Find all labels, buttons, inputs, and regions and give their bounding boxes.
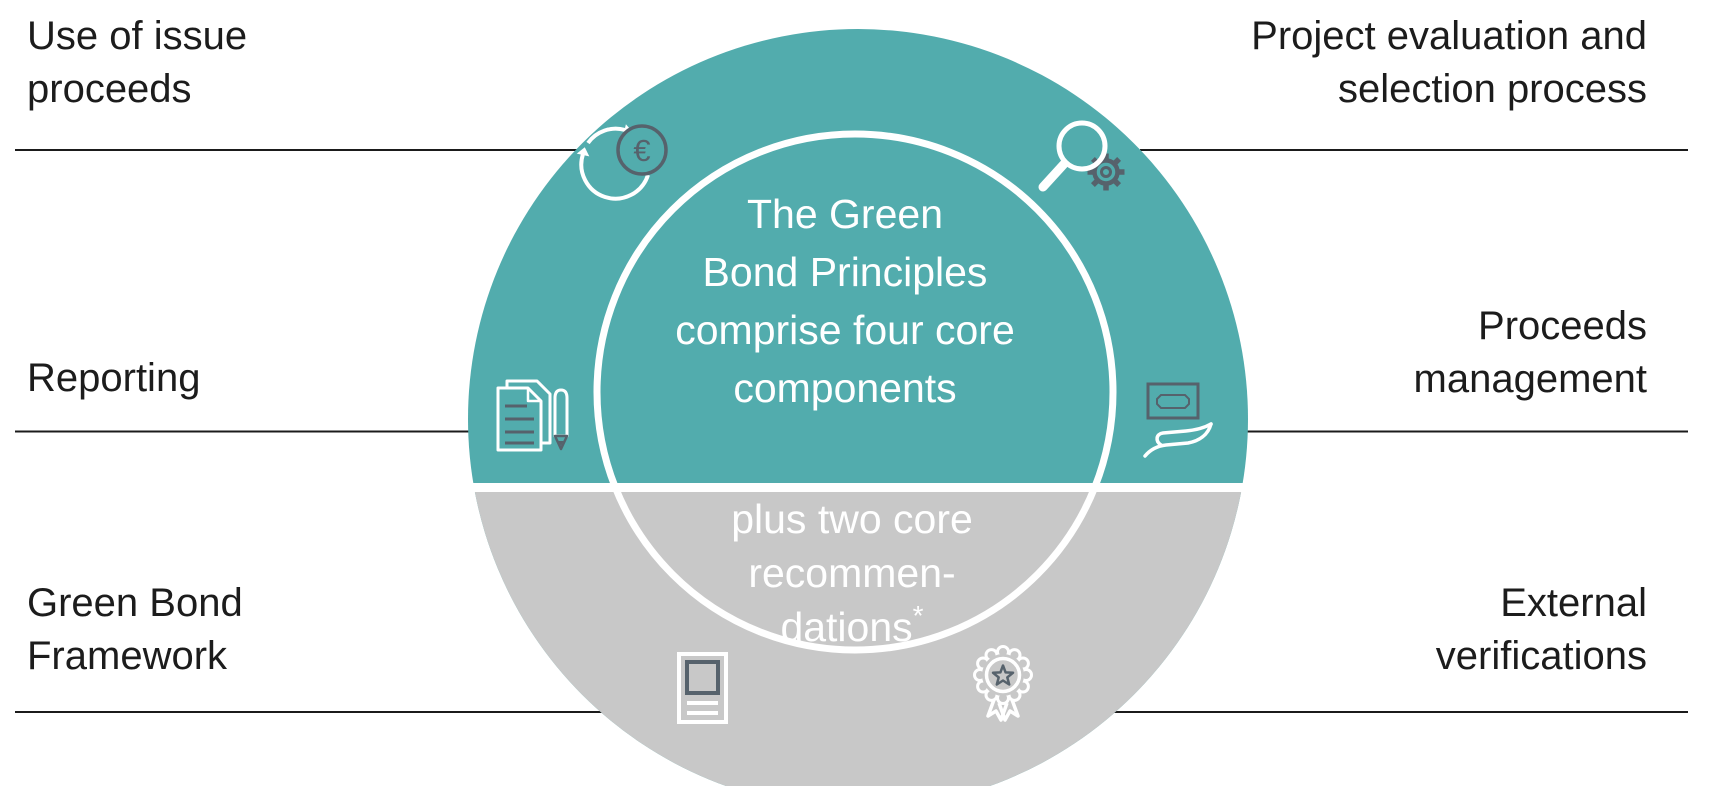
inner-ring	[593, 130, 1117, 654]
label-line: Green Bond	[27, 581, 243, 625]
euro-symbol: €	[633, 133, 650, 168]
label-project-evaluation: Project evaluation and selection process	[1251, 10, 1647, 116]
recommendation-line-3: dations*	[780, 600, 923, 650]
label-line: management	[1413, 357, 1647, 401]
magnifier-gear-icon	[1038, 120, 1125, 192]
label-line: verifications	[1435, 634, 1647, 678]
label-green-bond-framework: Green Bond Framework	[27, 577, 243, 683]
label-line: Reporting	[27, 356, 201, 400]
center-heading-line-1: The Green	[747, 191, 943, 237]
label-line: Project evaluation and	[1251, 14, 1647, 58]
center-recommendation: plus two core recommen- dations*	[731, 496, 973, 650]
label-line: Use of issue	[27, 14, 248, 58]
label-external-verifications: External verifications	[1436, 577, 1647, 683]
award-ribbon-icon	[973, 645, 1033, 722]
label-proceeds-management: Proceeds management	[1414, 300, 1647, 406]
half-divider-line	[455, 483, 1265, 492]
euro-circulation-icon: €	[576, 124, 668, 201]
recommendation-asterisk: *	[913, 600, 924, 631]
label-line: proceeds	[27, 67, 192, 111]
center-heading: The Green Bond Principles comprise four …	[675, 191, 1015, 411]
framework-document-icon	[677, 652, 728, 724]
label-line: Proceeds	[1478, 304, 1647, 348]
label-use-of-issue-proceeds: Use of issue proceeds	[27, 10, 247, 116]
banknote-hand-icon	[1143, 382, 1213, 458]
label-line: External	[1500, 581, 1647, 625]
recommendation-line-2: recommen-	[748, 550, 955, 596]
center-heading-line-3: comprise four core	[675, 307, 1015, 353]
center-heading-line-2: Bond Principles	[703, 249, 988, 295]
recommendation-line-1: plus two core	[731, 496, 973, 542]
documents-pencil-icon	[496, 379, 569, 452]
label-reporting: Reporting	[27, 352, 200, 405]
label-line: Framework	[27, 634, 228, 678]
center-heading-line-4: components	[733, 365, 956, 411]
label-line: selection process	[1337, 67, 1647, 111]
